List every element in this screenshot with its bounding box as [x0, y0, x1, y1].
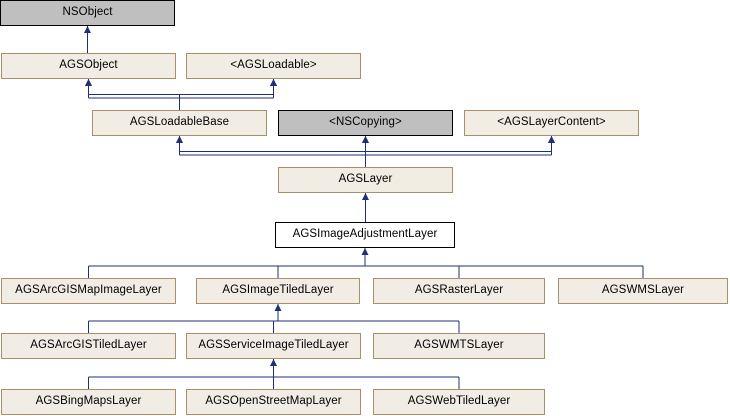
class-node-label: AGSOpenStreetMapLayer	[205, 395, 342, 408]
class-node-nscopying[interactable]: <NSCopying>	[278, 110, 453, 136]
class-node-agsloadable[interactable]: <AGSLoadable>	[186, 53, 361, 79]
class-node-agsbingmapslayer[interactable]: AGSBingMapsLayer	[1, 389, 176, 415]
class-node-agswebtiledlayer[interactable]: AGSWebTiledLayer	[373, 389, 545, 415]
class-node-label: AGSWebTiledLayer	[407, 395, 511, 408]
class-node-agsserviceimagetiledlayer[interactable]: AGSServiceImageTiledLayer	[186, 333, 361, 359]
class-node-label: AGSLoadableBase	[129, 116, 230, 129]
class-node-label: AGSServiceImageTiledLayer	[198, 339, 349, 352]
class-node-label: AGSWMSLayer	[601, 284, 685, 297]
class-node-label: AGSRasterLayer	[414, 284, 504, 297]
class-node-nsobject[interactable]: NSObject	[0, 0, 175, 26]
class-node-label: AGSArcGISMapImageLayer	[15, 284, 162, 297]
class-node-label: AGSImageTiledLayer	[222, 284, 334, 297]
class-node-agslayercontent[interactable]: <AGSLayerContent>	[464, 110, 639, 136]
class-node-label: AGSObject	[59, 59, 118, 72]
class-node-agsrasterlayer[interactable]: AGSRasterLayer	[373, 278, 545, 304]
class-node-label: <AGSLoadable>	[230, 59, 317, 72]
class-node-agswmslayer[interactable]: AGSWMSLayer	[558, 278, 728, 304]
class-node-label: <AGSLayerContent>	[497, 116, 606, 129]
class-node-label: NSObject	[62, 6, 113, 19]
class-node-agsloadablebase[interactable]: AGSLoadableBase	[92, 110, 267, 136]
class-node-label: AGSWMTSLayer	[414, 339, 504, 352]
class-node-agsopenstreetmaplayer[interactable]: AGSOpenStreetMapLayer	[186, 389, 361, 415]
class-node-agslayer[interactable]: AGSLayer	[278, 167, 453, 193]
class-node-label: AGSImageAdjustmentLayer	[292, 228, 438, 241]
class-node-agsarcgistiledlayer[interactable]: AGSArcGISTiledLayer	[1, 333, 176, 359]
class-node-label: AGSArcGISTiledLayer	[30, 339, 147, 352]
class-node-agsimagetiledlayer[interactable]: AGSImageTiledLayer	[196, 278, 360, 304]
class-node-agsarcgismapimagelayer[interactable]: AGSArcGISMapImageLayer	[1, 278, 176, 304]
class-node-agswmtslayer[interactable]: AGSWMTSLayer	[373, 333, 545, 359]
class-node-agsimageadjustmentlayer[interactable]: AGSImageAdjustmentLayer	[275, 222, 455, 248]
class-node-agsobject[interactable]: AGSObject	[1, 53, 176, 79]
class-node-label: <NSCopying>	[329, 116, 402, 129]
class-node-label: AGSLayer	[338, 173, 393, 186]
class-node-label: AGSBingMapsLayer	[35, 395, 142, 408]
